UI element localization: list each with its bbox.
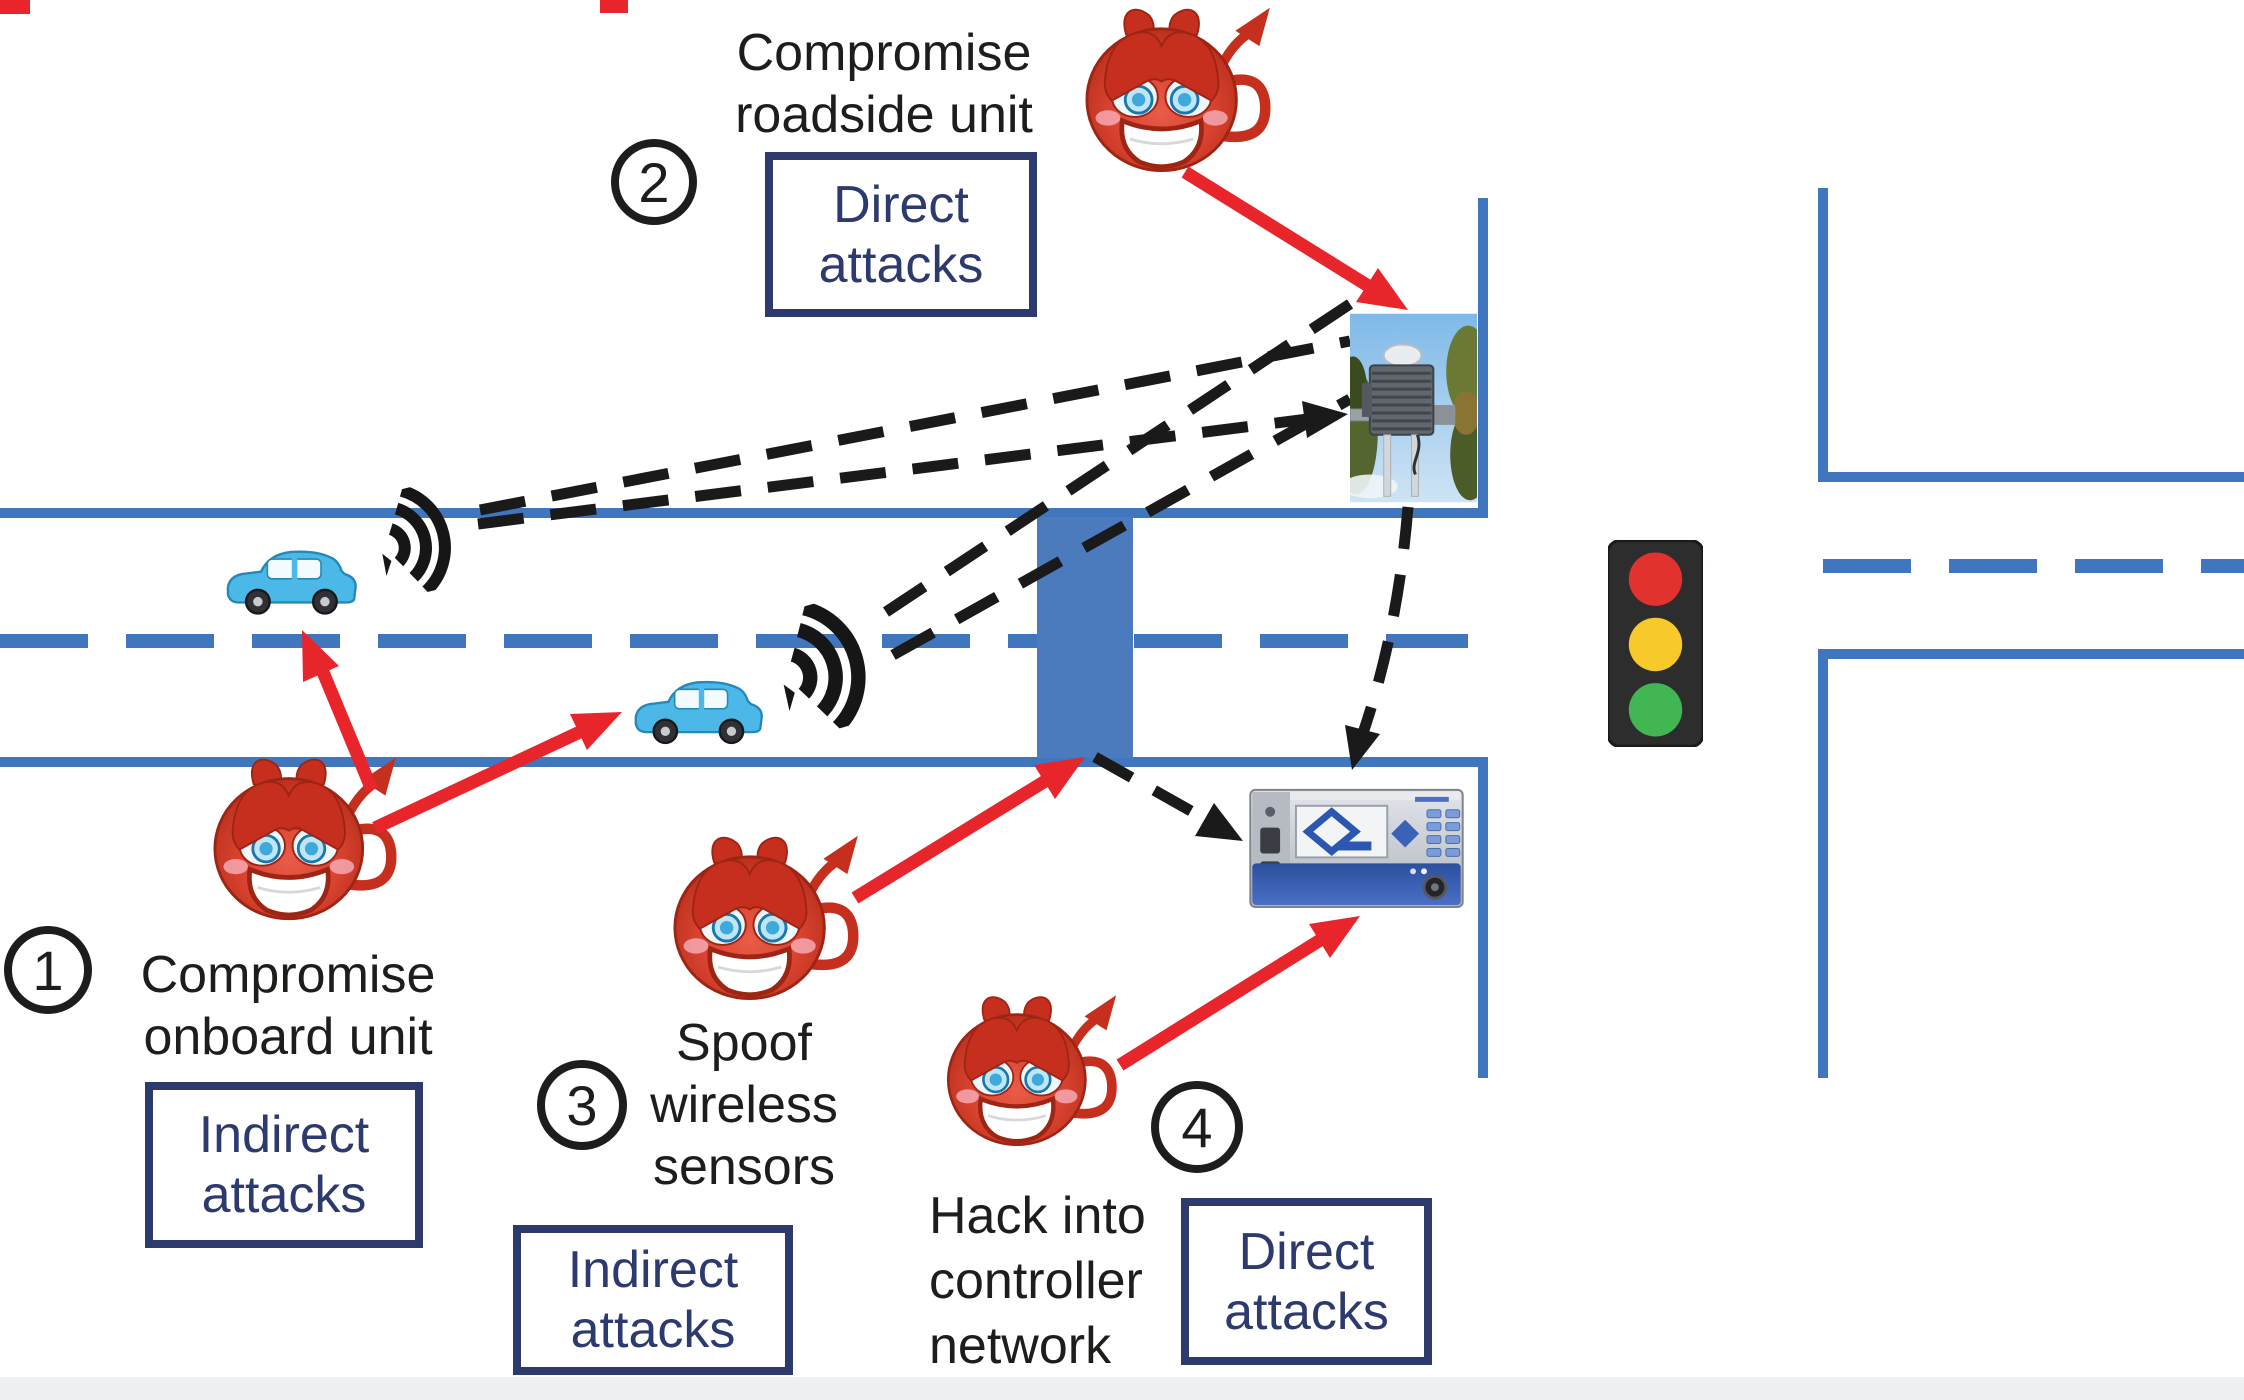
attack-3-label: Spoof wireless sensors: [544, 1012, 944, 1198]
attack-1-number-badge: 1: [4, 926, 92, 1014]
v2i-dashed-links: [477, 287, 1414, 825]
connected-car-icon-2: [634, 680, 763, 745]
wireless-signal-icon-1: [367, 483, 455, 599]
slide-edge-strip: [0, 1377, 2244, 1400]
attack-4-label: Hack into controller network: [929, 1184, 1209, 1379]
attack-3-category-line2: attacks: [570, 1301, 736, 1359]
traffic-light-icon: [1608, 540, 1703, 747]
attack-4-category-box: Direct attacks: [1181, 1198, 1432, 1365]
attack-4-label-line3: network: [929, 1317, 1112, 1375]
attacker-devil-icon-3: [675, 836, 858, 999]
clipped-red-artifact-2: [600, 0, 628, 13]
dashed-link-arrowheads: [1195, 401, 1380, 841]
attack-2-label-line1: Compromise: [736, 24, 1032, 82]
road-network: [0, 188, 2244, 1078]
dashed-link-car1-upper: [478, 335, 1352, 516]
arrowhead-at-rsu: [1302, 401, 1348, 438]
attack-2-category-box: Direct attacks: [765, 152, 1037, 317]
dashed-link-car2-upper: [882, 287, 1372, 617]
attack-4-label-line2: controller: [929, 1252, 1143, 1310]
attack-2-number-badge: 2: [611, 139, 697, 225]
wireless-signal-icon-2: [763, 598, 872, 738]
attacker-devil-icon-2: [1087, 8, 1270, 171]
attack-arrow-devil1-to-car1: [316, 669, 379, 793]
in-road-sensor-zone: [1037, 517, 1133, 758]
attack-1-category-line1: Indirect: [198, 1106, 370, 1164]
road-edge-bottom-right: [1818, 649, 2244, 1078]
attack-3-label-line3: sensors: [652, 1138, 836, 1196]
attack-1-label-line2: onboard unit: [143, 1008, 433, 1066]
dashed-link-rsu-to-controller: [1357, 506, 1414, 735]
attack-1-number: 1: [32, 938, 64, 1002]
attack-arrow-devil1-to-car2: [372, 725, 585, 834]
dashed-link-car1-lower: [477, 413, 1309, 530]
attack-3-label-line2: wireless: [650, 1076, 838, 1134]
attack-2-label: Compromise roadside unit: [664, 22, 1104, 146]
arrowhead-controller-top: [1345, 725, 1380, 770]
attack-4-number: 4: [1181, 1095, 1213, 1159]
road-edge-bottom-left: [0, 757, 1488, 1078]
attack-3-label-line1: Spoof: [676, 1014, 812, 1072]
attack-4-category-line1: Direct: [1238, 1222, 1375, 1281]
attack-2-number: 2: [638, 150, 670, 214]
attack-3-category-box: Indirect attacks: [513, 1225, 793, 1375]
attack-3-number-badge: 3: [537, 1060, 627, 1150]
attack-2-category-line2: attacks: [818, 235, 984, 294]
roadside-unit-photo: [1350, 313, 1477, 503]
attack-arrow-devil2-to-rsu: [1181, 166, 1374, 293]
attack-4-number-badge: 4: [1151, 1081, 1243, 1173]
attack-1-label-line1: Compromise: [140, 946, 436, 1004]
attack-1-label: Compromise onboard unit: [78, 944, 498, 1068]
road-edge-top-left: [0, 198, 1488, 518]
attack-arrow-devil4-to-controller: [1116, 933, 1326, 1071]
attack-4-category-line2: attacks: [1224, 1282, 1389, 1341]
attack-3-number: 3: [566, 1073, 598, 1137]
attack-arrow-devil3-to-sensor: [851, 774, 1051, 904]
attack-arrows: [302, 166, 1408, 1071]
attack-1-category-line2: attacks: [201, 1166, 367, 1224]
traffic-controller-device: [1250, 790, 1462, 907]
road-edge-top-right: [1818, 188, 2244, 482]
attack-2-category-line1: Direct: [833, 175, 969, 234]
dashed-link-sensor-to-controller: [1092, 752, 1210, 825]
connected-car-icon-1: [226, 550, 357, 615]
attack-4-label-line1: Hack into: [929, 1187, 1146, 1245]
attacker-devil-icon-4: [948, 995, 1116, 1144]
arrowhead-controller-left: [1195, 803, 1243, 841]
clipped-red-artifact-1: [0, 0, 30, 14]
dashed-link-car2-lower: [890, 394, 1353, 660]
attack-3-category-line1: Indirect: [567, 1241, 739, 1299]
attack-2-label-line2: roadside unit: [735, 86, 1033, 144]
attack-1-category-box: Indirect attacks: [145, 1082, 423, 1248]
